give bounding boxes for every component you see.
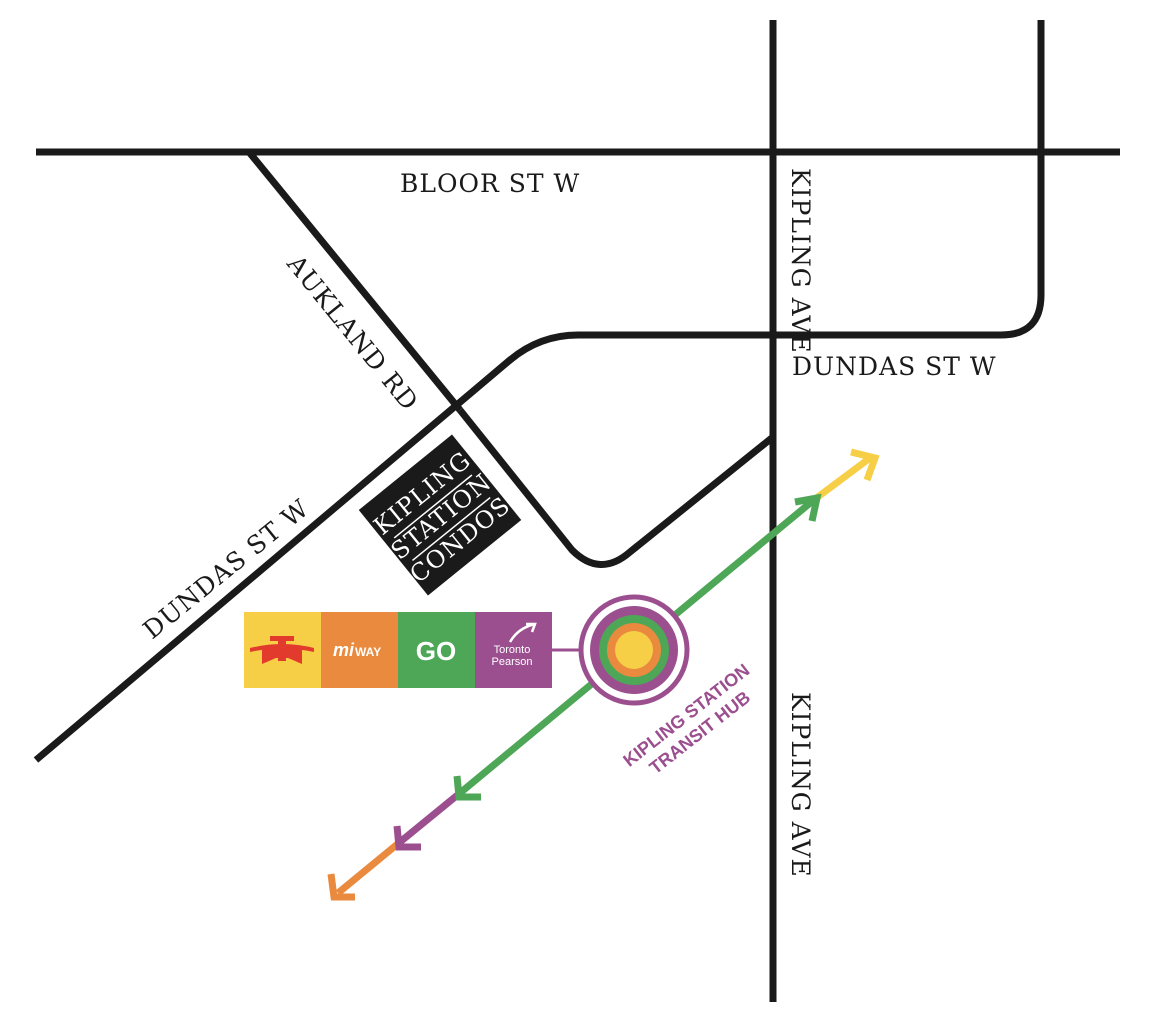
transit-hub-icon: [578, 594, 690, 706]
yellow-arrow-icon: [850, 448, 880, 482]
pearson-logo: Toronto Pearson: [475, 612, 552, 688]
purple-segment: [397, 790, 463, 845]
go-logo-icon: GO: [416, 636, 456, 666]
kipling-loop-road: [457, 407, 776, 568]
pearson-line-1: Toronto: [494, 644, 531, 656]
aukland-rd-road: [246, 149, 463, 413]
purple-arrow-icon: [393, 825, 421, 851]
dundas-st-w-east-label: DUNDAS ST W: [792, 352, 997, 381]
bloor-st-w-label: BLOOR ST W: [400, 169, 580, 198]
pearson-logo-icon: [508, 622, 537, 643]
miway-way: WAY: [355, 645, 381, 659]
orange-arrow-icon: [327, 873, 355, 901]
pearson-line-2: Pearson: [492, 656, 533, 668]
miway-logo: mi WAY: [321, 612, 398, 688]
yellow-segment: [812, 455, 873, 502]
go-logo: GO: [398, 612, 475, 688]
ttc-logo: [244, 612, 321, 688]
kipling-ave-south-label: KIPLING AVE: [786, 692, 815, 878]
green-arrow-west-icon: [453, 775, 481, 801]
miway-logo-icon: mi WAY: [333, 640, 381, 660]
green-arrow-icon: [794, 493, 822, 522]
miway-mi: mi: [333, 640, 355, 660]
road-network: [33, 20, 1120, 1002]
transit-logos-strip: mi WAY GO Toronto Pearson: [244, 612, 552, 688]
east-connector-road: [33, 20, 1045, 763]
ttc-logo-icon: [250, 636, 314, 664]
orange-segment: [335, 839, 403, 896]
kipling-ave-north-label: KIPLING AVE: [786, 168, 815, 354]
